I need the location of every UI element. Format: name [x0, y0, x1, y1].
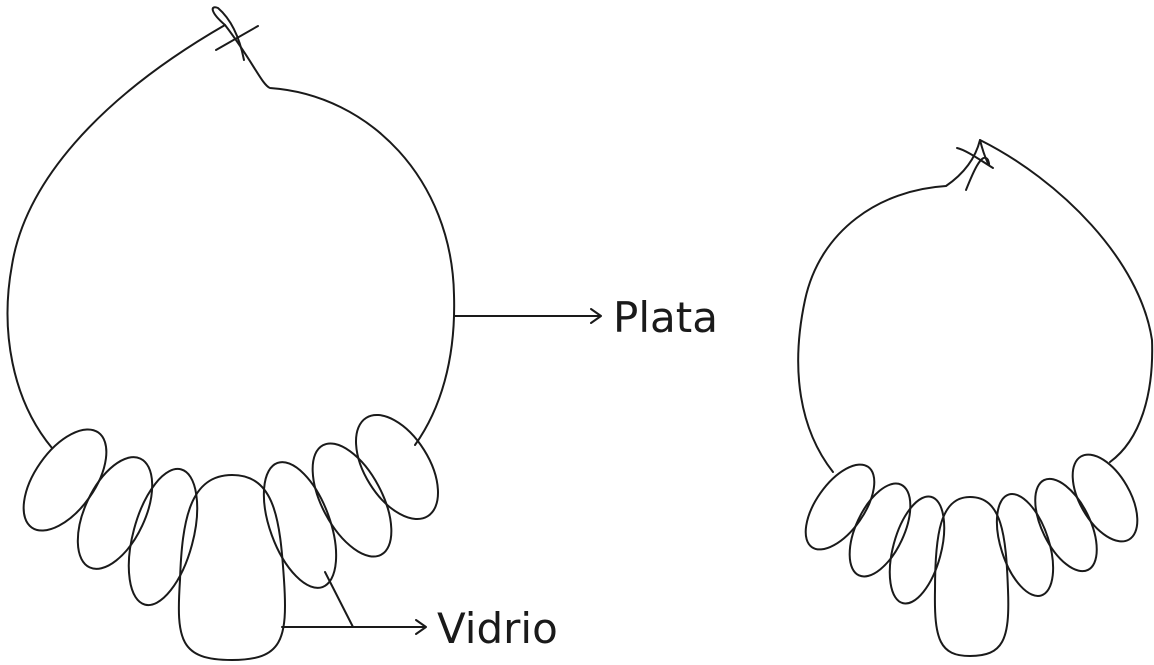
plata-callout: Plata	[454, 293, 718, 342]
plata-arrowhead	[590, 308, 602, 324]
bead-center	[177, 474, 287, 661]
bead-small-2	[848, 482, 912, 578]
hook-curl	[211, 6, 245, 61]
bead-small-6	[1034, 477, 1098, 573]
bead-small-7	[1071, 453, 1139, 543]
glass-beads	[22, 413, 440, 661]
earring-small	[797, 139, 1154, 657]
hook-cross-small	[956, 147, 994, 169]
bead-small-3	[888, 495, 946, 605]
earring-large: Plata Vidrio	[6, 6, 718, 661]
vidrio-leader-line	[324, 571, 426, 628]
bead-small-1	[804, 463, 876, 551]
bead-small-center	[933, 496, 1010, 657]
vidrio-arrowhead	[415, 619, 427, 635]
bead-inner-right	[262, 461, 338, 589]
glass-beads-small	[804, 453, 1139, 657]
hook-curl-small	[965, 139, 991, 191]
hook-cross	[215, 25, 259, 51]
bead-mid-right	[311, 442, 393, 558]
silver-hoop	[6, 24, 456, 449]
bead-mid-left	[76, 456, 154, 570]
bead-outer-left	[22, 428, 108, 532]
bead-small-5	[995, 493, 1055, 597]
vidrio-label: Vidrio	[437, 604, 558, 653]
bead-inner-left	[127, 467, 199, 607]
bead-outer-right	[354, 413, 440, 521]
vidrio-callout: Vidrio	[281, 571, 558, 653]
plata-label: Plata	[613, 293, 718, 342]
silver-hoop-small	[797, 139, 1154, 473]
